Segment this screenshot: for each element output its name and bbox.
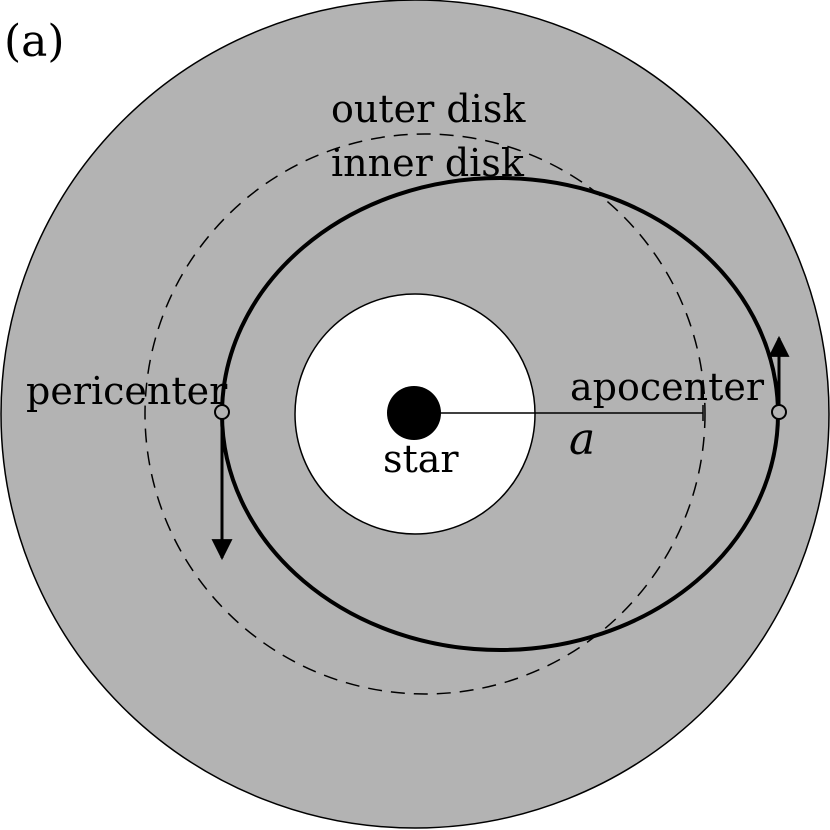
outer-disk-label: outer disk [331, 87, 526, 131]
semi-major-axis-label: a [569, 414, 595, 465]
disk-boundary-dashed [144, 133, 706, 695]
star-body [387, 386, 441, 440]
pericenter-label: pericenter [26, 369, 228, 413]
pericenter-marker [214, 404, 230, 420]
apocenter-marker [771, 404, 787, 420]
panel-label: (a) [4, 16, 65, 67]
star-label: star [383, 437, 459, 481]
apocenter-label: apocenter [570, 365, 765, 409]
inner-disk-label: inner disk [331, 141, 525, 185]
